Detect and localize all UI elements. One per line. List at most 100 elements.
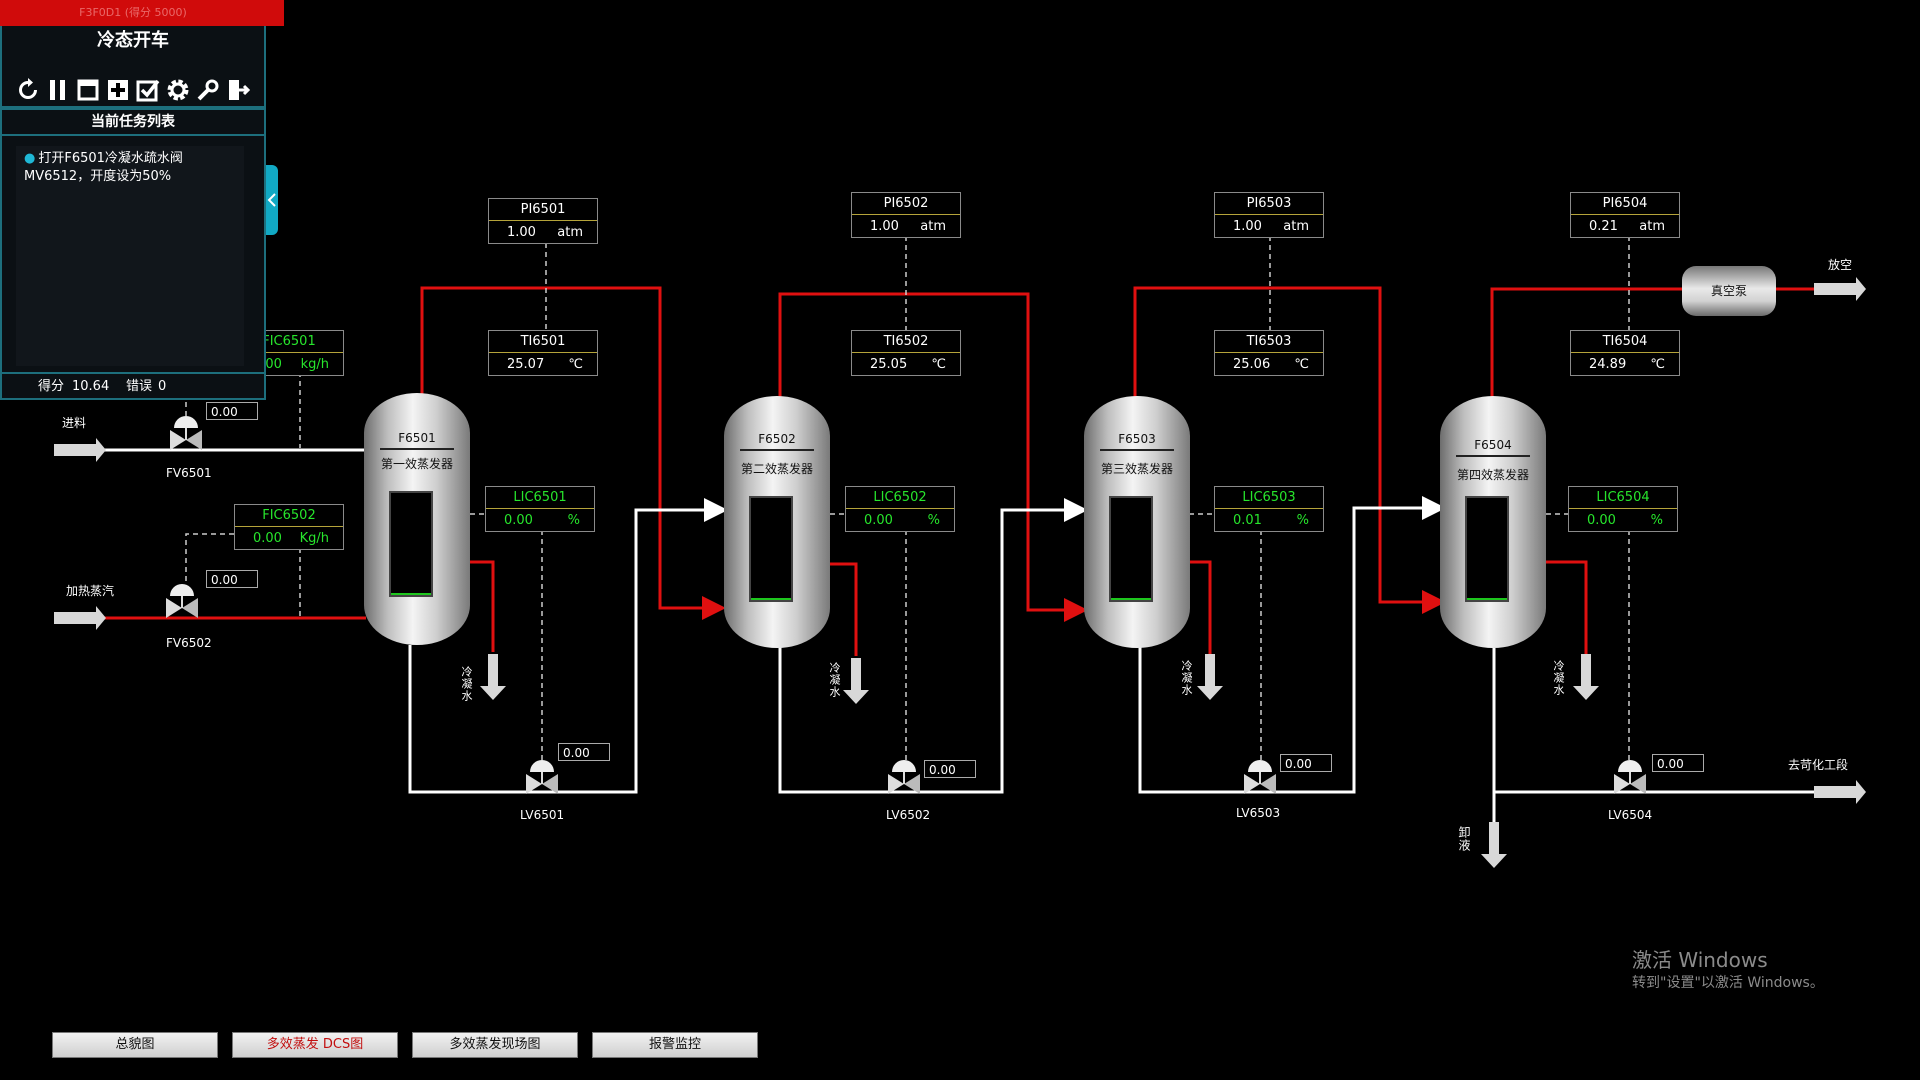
- valve-tag-fv6501: FV6501: [166, 466, 212, 480]
- condensate-label-3: 冷凝水: [1180, 660, 1193, 696]
- instrument-pi6503[interactable]: PI6503 1.00 atm: [1214, 192, 1324, 238]
- controller-lic6503[interactable]: LIC6503 0.01%: [1214, 486, 1324, 532]
- valve-opening-lv6503[interactable]: 0.00: [1280, 754, 1332, 772]
- instrument-value: 24.89: [1589, 357, 1627, 372]
- level-fill: [751, 597, 791, 600]
- liquid-pipes: [408, 496, 1820, 825]
- nav-overview-button[interactable]: 总貌图: [52, 1032, 218, 1058]
- valve-lv6501-icon[interactable]: [526, 760, 558, 794]
- controller-lic6501[interactable]: LIC6501 0.00%: [485, 486, 595, 532]
- chevron-left-icon: [267, 193, 276, 207]
- level-fill: [391, 592, 431, 595]
- instrument-tag: PI6501: [489, 199, 597, 221]
- add-icon[interactable]: [104, 76, 131, 103]
- valve-opening-lv6502[interactable]: 0.00: [924, 760, 976, 778]
- controller-tag: LIC6503: [1215, 487, 1323, 509]
- pump-label: 真空泵: [1710, 284, 1747, 298]
- controller-unit: %: [567, 513, 580, 528]
- steam-label: 加热蒸汽: [66, 584, 115, 598]
- vessel-f6503[interactable]: F6503 第三效蒸发器: [1084, 396, 1190, 648]
- controller-lic6502[interactable]: LIC6502 0.00%: [845, 486, 955, 532]
- nav-field-button[interactable]: 多效蒸发现场图: [412, 1032, 578, 1058]
- instrument-unit: atm: [1639, 219, 1665, 234]
- panel-collapse-button[interactable]: [266, 165, 278, 235]
- vacuum-pump[interactable]: 真空泵: [1682, 266, 1776, 316]
- instrument-unit: ℃: [1650, 357, 1665, 372]
- controller-tag: FIC6501: [235, 331, 343, 353]
- instrument-unit: atm: [1283, 219, 1309, 234]
- vessel-f6502[interactable]: F6502 第二效蒸发器: [724, 396, 830, 648]
- task-item[interactable]: ●打开F6501冷凝水疏水阀 MV6512，开度设为50%: [24, 150, 236, 186]
- vessel-divider: [1100, 449, 1174, 451]
- valve-opening-lv6501[interactable]: 0.00: [558, 743, 610, 761]
- check-icon[interactable]: [134, 76, 161, 103]
- condensate-label-2: 冷凝水: [828, 662, 841, 698]
- valve-lv6503-icon[interactable]: [1244, 760, 1276, 794]
- nav-alarm-button[interactable]: 报警监控: [592, 1032, 758, 1058]
- vessel-tag: F6503: [1118, 432, 1156, 446]
- controller-value: 0.00: [504, 513, 533, 528]
- controller-lic6504[interactable]: LIC6504 0.00%: [1568, 486, 1678, 532]
- score-value: 10.64: [72, 379, 110, 394]
- instrument-value: 25.07: [507, 357, 545, 372]
- controller-tag: FIC6502: [235, 505, 343, 527]
- level-gauge: [1109, 496, 1153, 602]
- signal-lines: [185, 236, 1630, 772]
- valve-tag-fv6502: FV6502: [166, 636, 212, 650]
- pause-icon[interactable]: [44, 76, 71, 103]
- valve-lv6504-icon[interactable]: [1614, 760, 1646, 794]
- vessel-f6504[interactable]: F6504 第四效蒸发器: [1440, 396, 1546, 648]
- vessel-f6501[interactable]: F6501 第一效蒸发器: [364, 393, 470, 645]
- wrench-icon[interactable]: [194, 76, 221, 103]
- valve-opening-fv6502[interactable]: 0.00: [206, 570, 258, 588]
- level-fill: [1467, 597, 1507, 600]
- task-text-line2: MV6512，开度设为50%: [24, 169, 172, 184]
- panel-footer: 得分 10.64 错误 0: [0, 372, 266, 400]
- valve-opening-lv6504[interactable]: 0.00: [1652, 754, 1704, 772]
- vessel-tag: F6504: [1474, 438, 1512, 452]
- instrument-value: 1.00: [1233, 219, 1262, 234]
- instrument-unit: ℃: [568, 357, 583, 372]
- stream-arrows: [54, 277, 1866, 868]
- vessel-name: 第四效蒸发器: [1456, 468, 1529, 482]
- instrument-tag: PI6503: [1215, 193, 1323, 215]
- instrument-value: 1.00: [870, 219, 899, 234]
- level-fill: [1111, 597, 1151, 600]
- controller-tag: LIC6504: [1569, 487, 1677, 509]
- instrument-ti6502[interactable]: TI6502 25.05℃: [851, 330, 961, 376]
- vessel-divider: [1456, 455, 1530, 457]
- valve-fv6502-icon[interactable]: [166, 584, 198, 618]
- nav-dcs-button[interactable]: 多效蒸发 DCS图: [232, 1032, 398, 1058]
- instrument-tag: TI6504: [1571, 331, 1679, 353]
- condensate-label-4: 冷凝水: [1552, 660, 1565, 696]
- instrument-unit: ℃: [931, 357, 946, 372]
- instrument-tag: TI6502: [852, 331, 960, 353]
- restart-icon[interactable]: [14, 76, 41, 103]
- instrument-ti6504[interactable]: TI6504 24.89 ℃: [1570, 330, 1680, 376]
- window-icon[interactable]: [74, 76, 101, 103]
- valve-opening-fv6501[interactable]: 0.00: [206, 402, 258, 420]
- valve-lv6502-icon[interactable]: [888, 760, 920, 794]
- panel-toolbar: [14, 76, 254, 106]
- gear-icon[interactable]: [164, 76, 191, 103]
- score-label: 得分: [38, 379, 65, 394]
- controller-unit: %: [1296, 513, 1309, 528]
- bullet-icon: ●: [24, 151, 36, 166]
- level-gauge: [389, 491, 433, 597]
- instrument-ti6501[interactable]: TI6501 25.07℃: [488, 330, 598, 376]
- instrument-ti6503[interactable]: TI6503 25.06℃: [1214, 330, 1324, 376]
- level-gauge: [1465, 496, 1509, 602]
- exit-icon[interactable]: [224, 76, 251, 103]
- valve-fv6501-icon[interactable]: [170, 416, 202, 450]
- instrument-value: 25.06: [1233, 357, 1271, 372]
- valve-tag-lv6503: LV6503: [1236, 806, 1281, 820]
- controller-value: 0.00: [253, 531, 282, 546]
- vessel-tag: F6501: [398, 431, 436, 445]
- error-value: 0: [158, 379, 167, 394]
- controller-tag: LIC6501: [486, 487, 594, 509]
